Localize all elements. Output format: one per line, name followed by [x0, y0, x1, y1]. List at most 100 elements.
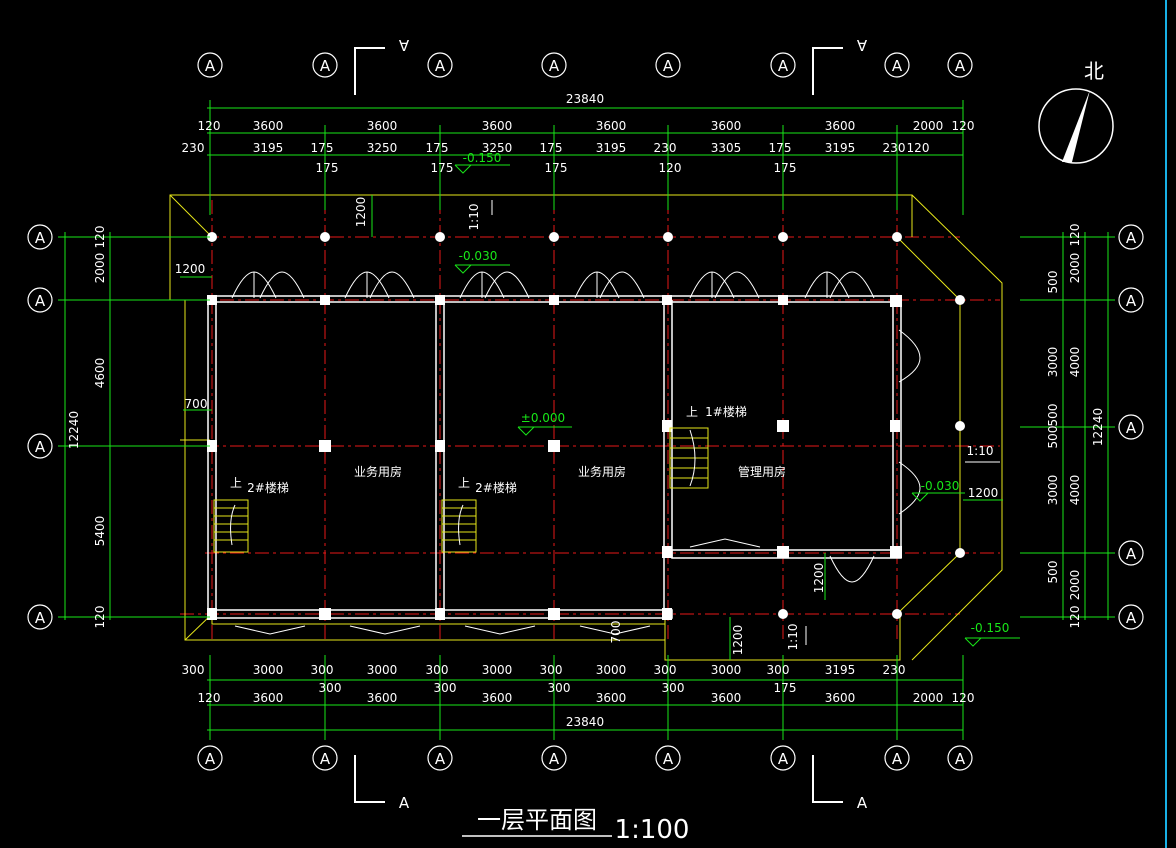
axis-bubbles-top: A A A A A A A A: [197, 52, 973, 78]
svg-text:3000: 3000: [1046, 347, 1060, 378]
svg-text:A: A: [320, 57, 331, 75]
room-name-2: 业务用房: [578, 464, 626, 479]
svg-text:300: 300: [654, 663, 677, 677]
svg-text:500: 500: [1046, 404, 1060, 427]
svg-text:300: 300: [434, 681, 457, 695]
svg-text:120: 120: [1068, 606, 1082, 629]
svg-text:A: A: [778, 750, 789, 768]
svg-text:A: A: [435, 57, 446, 75]
svg-text:120: 120: [1068, 224, 1082, 247]
axis-bubbles: A A A A A A A A A A A A A A A A A A A A …: [27, 52, 1144, 771]
svg-text:A: A: [663, 57, 674, 75]
svg-text:A: A: [663, 750, 674, 768]
svg-text:300: 300: [548, 681, 571, 695]
svg-text:3305: 3305: [711, 141, 742, 155]
north-label: 北: [1084, 59, 1104, 83]
stair-up-label: 上: [230, 476, 242, 490]
svg-text:3600: 3600: [253, 119, 284, 133]
svg-text:230: 230: [883, 663, 906, 677]
drawing-title: 一层平面图: [477, 806, 597, 834]
svg-text:3600: 3600: [367, 691, 398, 705]
svg-text:23840: 23840: [566, 92, 604, 106]
svg-text:120: 120: [659, 161, 682, 175]
svg-text:230: 230: [182, 141, 205, 155]
svg-text:500: 500: [1046, 426, 1060, 449]
svg-text:120: 120: [907, 141, 930, 155]
svg-text:175: 175: [316, 161, 339, 175]
stair-2-label: 2#楼梯: [247, 480, 289, 495]
svg-text:±0.000: ±0.000: [521, 411, 565, 425]
svg-text:A: A: [435, 750, 446, 768]
svg-text:2000: 2000: [1068, 253, 1082, 284]
svg-text:120: 120: [198, 691, 221, 705]
svg-text:A: A: [892, 57, 903, 75]
svg-text:300: 300: [426, 663, 449, 677]
section-label-top-left: A: [398, 36, 409, 54]
svg-text:175: 175: [774, 681, 797, 695]
svg-text:230: 230: [654, 141, 677, 155]
section-markers: [354, 47, 843, 803]
stair-up-label-3: 上: [686, 405, 698, 419]
svg-text:A: A: [35, 229, 46, 247]
svg-text:-0.030: -0.030: [459, 249, 498, 263]
svg-text:A: A: [1126, 609, 1137, 627]
svg-text:700: 700: [185, 397, 208, 411]
svg-text:175: 175: [426, 141, 449, 155]
svg-text:4000: 4000: [1068, 347, 1082, 378]
svg-text:3600: 3600: [825, 119, 856, 133]
svg-text:A: A: [549, 57, 560, 75]
svg-text:175: 175: [545, 161, 568, 175]
svg-text:A: A: [205, 750, 216, 768]
stair-1-label: 1#楼梯: [705, 404, 747, 419]
svg-text:3600: 3600: [596, 691, 627, 705]
svg-text:3600: 3600: [596, 119, 627, 133]
svg-text:120: 120: [93, 226, 107, 249]
svg-text:3600: 3600: [367, 119, 398, 133]
svg-text:3000: 3000: [596, 663, 627, 677]
svg-text:12240: 12240: [67, 411, 81, 449]
svg-text:1200: 1200: [731, 625, 745, 656]
dims-left: 12240 120 2000 4600 5400 120 1200 700: [67, 226, 207, 629]
svg-text:A: A: [1126, 292, 1137, 310]
svg-text:A: A: [35, 292, 46, 310]
door-swings-top: [231, 271, 921, 635]
stair-1: [669, 427, 709, 489]
svg-text:A: A: [778, 57, 789, 75]
section-label-top-right: A: [856, 36, 867, 54]
svg-text:A: A: [549, 750, 560, 768]
svg-text:A: A: [205, 57, 216, 75]
svg-text:700: 700: [609, 621, 623, 644]
stair-up-label-2: 上: [458, 476, 470, 490]
svg-text:3000: 3000: [253, 663, 284, 677]
svg-text:1200: 1200: [175, 262, 206, 276]
dims-top: 23840 120 3600 3600 3600 3600 3600 3600 …: [182, 92, 975, 227]
dimension-lines: [58, 100, 1115, 740]
svg-text:4000: 4000: [1068, 475, 1082, 506]
svg-text:2000: 2000: [93, 253, 107, 284]
svg-text:3600: 3600: [711, 691, 742, 705]
svg-text:3600: 3600: [825, 691, 856, 705]
svg-text:175: 175: [774, 161, 797, 175]
svg-text:175: 175: [540, 141, 563, 155]
columns: [207, 232, 965, 620]
svg-text:300: 300: [311, 663, 334, 677]
axis-bubbles-left: A A A A: [27, 224, 53, 630]
svg-text:175: 175: [769, 141, 792, 155]
svg-text:-0.030: -0.030: [921, 479, 960, 493]
svg-text:300: 300: [662, 681, 685, 695]
svg-text:2000: 2000: [1068, 570, 1082, 601]
svg-text:3600: 3600: [253, 691, 284, 705]
svg-text:1200: 1200: [968, 486, 999, 500]
svg-text:3600: 3600: [711, 119, 742, 133]
axis-bubbles-right: A A A A A: [1118, 224, 1144, 630]
drawing-title-block: 一层平面图 1:100: [462, 806, 689, 845]
svg-text:12240: 12240: [1091, 408, 1105, 446]
dims-right: 12240 120 2000 4000 4000 2000 120 500 30…: [812, 224, 1105, 629]
svg-text:175: 175: [431, 161, 454, 175]
svg-text:-0.150: -0.150: [971, 621, 1010, 635]
svg-text:300: 300: [182, 663, 205, 677]
svg-text:3195: 3195: [596, 141, 627, 155]
svg-text:120: 120: [952, 691, 975, 705]
north-arrow: 北: [1038, 59, 1114, 164]
